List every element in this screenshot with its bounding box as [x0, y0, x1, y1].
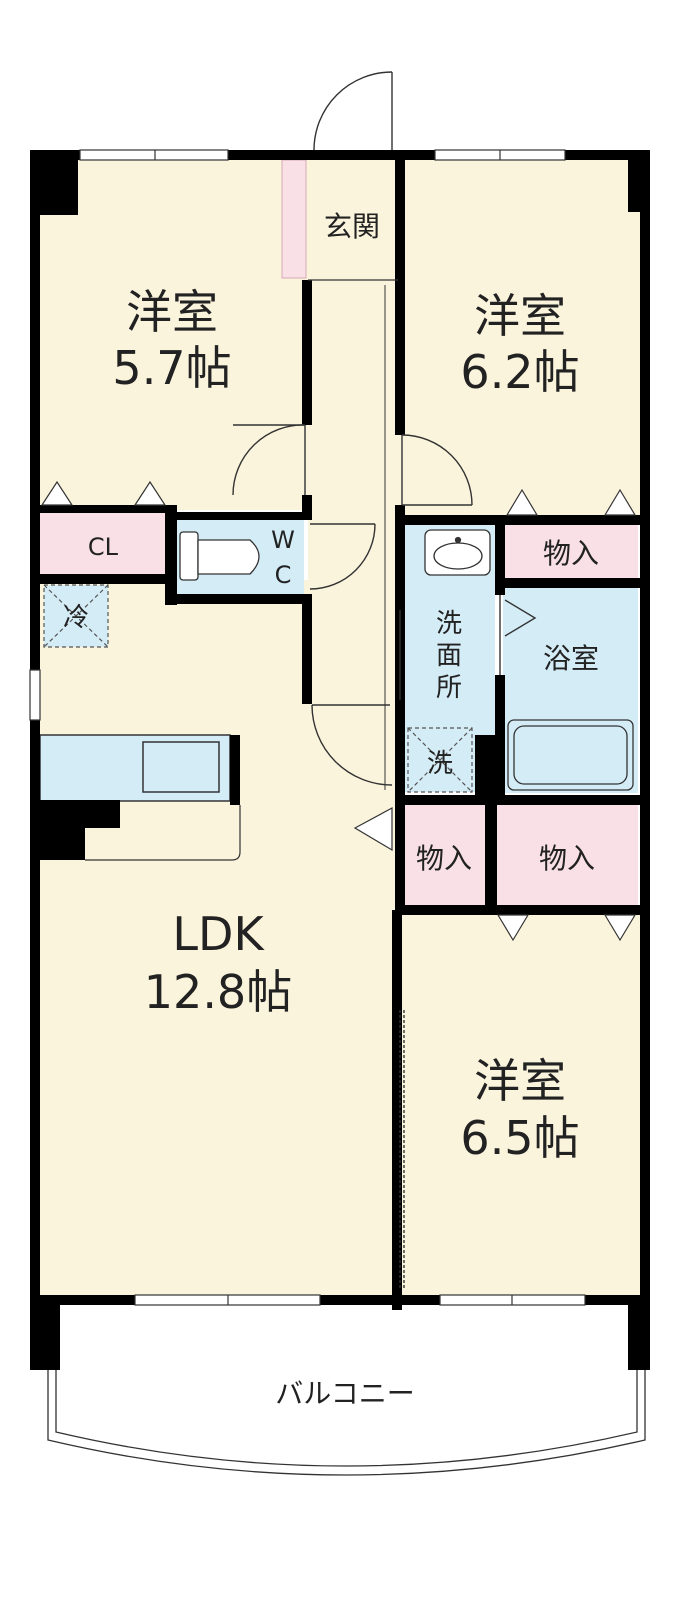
entrance-area [308, 155, 400, 280]
storage-east-area [503, 522, 638, 580]
kitchen-sink [142, 741, 220, 793]
bathtub-icon [507, 719, 634, 791]
wc-label-c: C [275, 561, 292, 589]
washroom-label-3: 所 [436, 673, 462, 703]
west-bedroom-area [40, 155, 308, 510]
closet-area [40, 512, 165, 574]
entrance-label: 玄関 [324, 210, 380, 243]
south-bedroom-size: 6.5帖 [460, 1111, 579, 1165]
balcony-label: バルコニー [275, 1377, 414, 1410]
bath-label: 浴室 [543, 642, 599, 675]
closet-label: CL [88, 533, 119, 561]
fridge-space [43, 584, 109, 648]
washer-label: 洗 [427, 749, 453, 779]
south-bedroom-area [400, 910, 645, 1300]
entrance-shoe-storage [281, 159, 307, 279]
balcony [47, 1370, 646, 1476]
kitchen-counter-outline [85, 805, 241, 861]
storage-hall-large-area [497, 805, 638, 905]
wash-basin-icon [424, 529, 491, 576]
fridge-label: 冷 [63, 603, 89, 633]
closet-door-markers [40, 480, 637, 942]
storage-hall-large-label: 物入 [539, 842, 595, 875]
ldk-area [40, 580, 395, 1300]
ldk-name: LDK [172, 907, 265, 961]
ldk-size: 12.8帖 [144, 965, 292, 1019]
windows [29, 149, 586, 1306]
west-bedroom-size: 5.7帖 [112, 341, 231, 395]
walls [30, 150, 650, 1370]
storage-east-label: 物入 [543, 537, 599, 570]
east-bedroom-size: 6.2帖 [460, 345, 579, 399]
storage-hall-small-label: 物入 [416, 842, 472, 875]
east-bedroom-area [400, 155, 645, 515]
east-bedroom-name: 洋室 [474, 289, 566, 343]
washroom-label-2: 面 [436, 641, 462, 671]
wc-label-w: W [271, 526, 295, 554]
doors [232, 71, 537, 1290]
west-bedroom-name: 洋室 [126, 285, 218, 339]
storage-hall-small-area [403, 805, 485, 905]
toilet-icon [179, 531, 260, 581]
washer-space [407, 727, 473, 793]
washroom-label-1: 洗 [436, 609, 462, 639]
south-bedroom-name: 洋室 [474, 1054, 566, 1108]
